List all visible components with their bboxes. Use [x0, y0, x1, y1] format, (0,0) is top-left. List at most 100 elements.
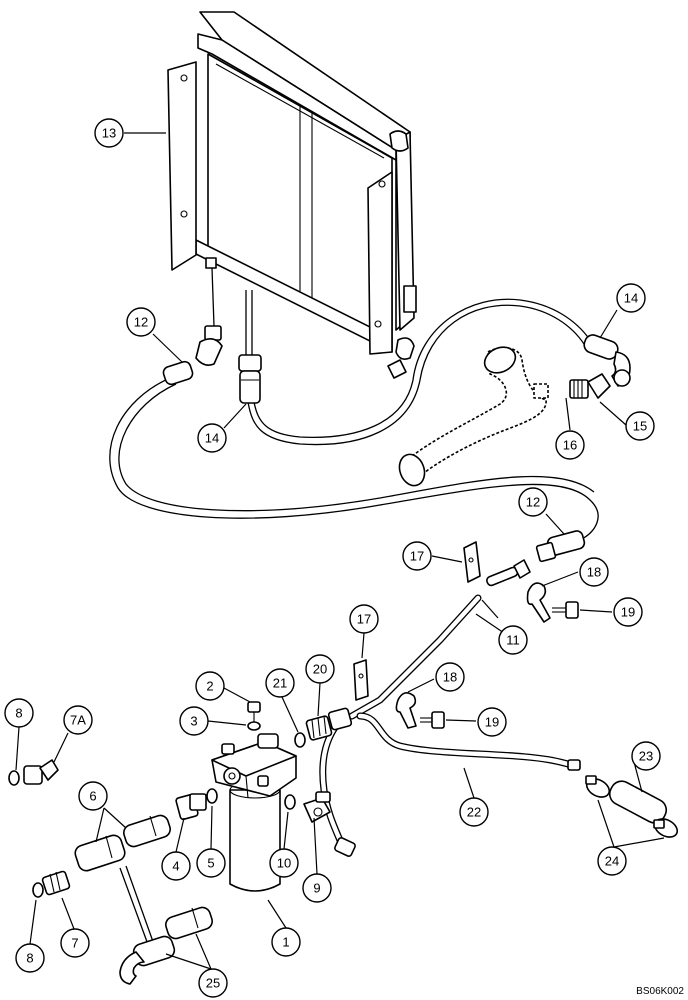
- svg-text:23: 23: [639, 749, 653, 764]
- callout-17: 17: [349, 604, 379, 634]
- svg-text:19: 19: [621, 605, 635, 620]
- fitting-14-lower: [238, 354, 262, 404]
- callout-19: 19: [613, 597, 643, 627]
- callout-12: 12: [518, 487, 548, 517]
- oring-21: [294, 732, 306, 748]
- oring-8-lower: [32, 882, 44, 898]
- washer-3: [247, 721, 261, 731]
- svg-text:17: 17: [357, 612, 371, 627]
- svg-text:15: 15: [633, 419, 647, 434]
- svg-text:10: 10: [277, 856, 291, 871]
- svg-text:4: 4: [172, 859, 179, 874]
- svg-text:22: 22: [467, 805, 481, 820]
- svg-text:20: 20: [313, 662, 327, 677]
- svg-text:12: 12: [526, 495, 540, 510]
- callout-24: 24: [597, 846, 627, 876]
- clip-17-lower: [353, 659, 369, 701]
- hose-routing: [109, 267, 599, 541]
- leader-lines: [15, 132, 665, 970]
- callout-10: 10: [269, 848, 299, 878]
- svg-text:1: 1: [282, 935, 289, 950]
- callout-11: 11: [498, 625, 528, 655]
- svg-text:13: 13: [102, 126, 116, 141]
- bolt-2: [247, 701, 261, 726]
- fitting-12-lower: [535, 530, 586, 563]
- callout-23: 23: [631, 741, 661, 771]
- svg-text:7A: 7A: [70, 713, 86, 728]
- callout-18: 18: [435, 662, 465, 692]
- fitting-7a: [23, 759, 59, 785]
- filter-assembly: [211, 733, 297, 892]
- bolt-19-lower: [420, 711, 445, 729]
- callout-13: 13: [94, 118, 124, 148]
- callout-15: 15: [625, 411, 655, 441]
- callout-7: 7: [60, 928, 90, 958]
- svg-text:14: 14: [624, 291, 638, 306]
- callout-16: 16: [555, 430, 585, 460]
- callout-25: 25: [198, 968, 228, 998]
- svg-text:19: 19: [485, 715, 499, 730]
- svg-text:25: 25: [206, 976, 220, 991]
- clamps-24: [585, 775, 679, 838]
- callout-18: 18: [579, 557, 609, 587]
- fitting-20: [305, 707, 353, 741]
- callout-1: 1: [271, 927, 301, 957]
- svg-text:2: 2: [206, 679, 213, 694]
- hose-23: [608, 780, 668, 824]
- svg-text:8: 8: [15, 706, 22, 721]
- callout-14: 14: [616, 283, 646, 313]
- svg-text:9: 9: [313, 881, 320, 896]
- tubes: [319, 594, 581, 857]
- svg-text:7: 7: [71, 936, 78, 951]
- callout-21: 21: [265, 668, 295, 698]
- svg-text:5: 5: [207, 856, 214, 871]
- callout-7a: 7A: [63, 705, 93, 735]
- svg-text:11: 11: [506, 633, 520, 648]
- svg-text:17: 17: [410, 549, 424, 564]
- callout-12: 12: [126, 307, 156, 337]
- callout-8: 8: [4, 698, 34, 728]
- svg-text:12: 12: [134, 315, 148, 330]
- hose-16: [398, 346, 549, 487]
- callout-6: 6: [78, 781, 108, 811]
- clamp-18-lower: [395, 692, 417, 729]
- callout-22: 22: [459, 797, 489, 827]
- callout-2: 2: [195, 671, 225, 701]
- svg-text:8: 8: [26, 951, 33, 966]
- callout-14: 14: [197, 423, 227, 453]
- bolt-19-upper: [552, 601, 579, 619]
- drawing-code: BS06K002: [636, 986, 684, 997]
- svg-text:6: 6: [89, 789, 96, 804]
- fitting-15: [569, 373, 611, 399]
- hose-6: [74, 814, 171, 951]
- callout-4: 4: [161, 851, 191, 881]
- callout-5: 5: [196, 848, 226, 878]
- fitting-9: [303, 791, 331, 823]
- hose-25: [119, 906, 213, 985]
- fitting-14-upper: [583, 334, 631, 387]
- oring-5: [206, 788, 218, 804]
- callout-8: 8: [15, 943, 45, 973]
- callout-20: 20: [305, 654, 335, 684]
- svg-text:18: 18: [587, 565, 601, 580]
- oring-8-upper: [8, 770, 20, 786]
- svg-text:24: 24: [605, 854, 619, 869]
- callout-19: 19: [477, 707, 507, 737]
- fitting-12-upper: [162, 325, 223, 386]
- clip-17-upper: [463, 541, 481, 583]
- clamp-18-upper: [526, 582, 551, 623]
- fitting-7: [41, 870, 71, 896]
- callout-9: 9: [302, 873, 332, 903]
- tube-11-short: [486, 559, 531, 587]
- svg-text:14: 14: [205, 431, 219, 446]
- oring-10: [284, 794, 296, 810]
- fitting-4: [175, 793, 207, 821]
- svg-text:21: 21: [273, 676, 287, 691]
- callouts: 13 12 14 14 15 16 12 17 18 19 11 17 18 1…: [4, 118, 661, 998]
- callout-3: 3: [179, 706, 209, 736]
- svg-text:16: 16: [563, 438, 577, 453]
- callout-17: 17: [402, 541, 432, 571]
- svg-text:3: 3: [190, 714, 197, 729]
- svg-text:18: 18: [443, 670, 457, 685]
